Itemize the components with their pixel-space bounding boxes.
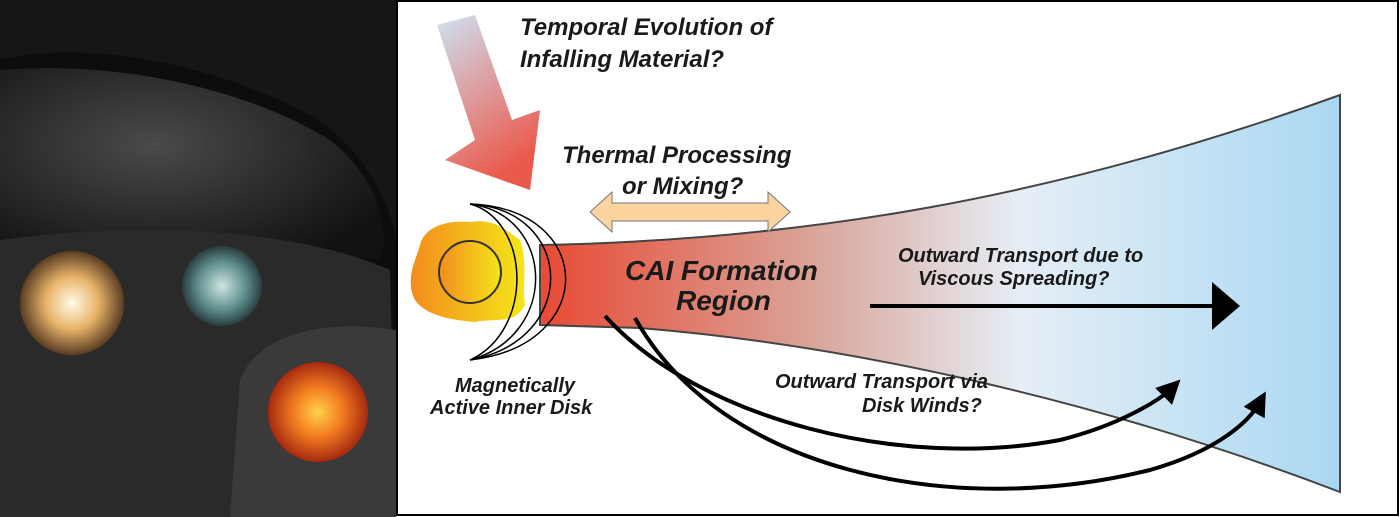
star (438, 240, 502, 304)
cai-label-1: CAI Formation (625, 255, 818, 286)
thermal-label-2: or Mixing? (622, 173, 744, 200)
infall-label-2: Infalling Material? (520, 46, 724, 73)
infall-arrow (437, 15, 540, 190)
meteorite-photo (0, 0, 396, 517)
cai-label-2: Region (676, 285, 771, 316)
arrowhead-icon (1212, 282, 1240, 330)
winds-label-1: Outward Transport via (775, 371, 988, 393)
protoplanetary-disk (539, 93, 1341, 494)
infall-label-1: Temporal Evolution of (520, 14, 774, 41)
disk-wind-arrow-1 (603, 314, 1181, 451)
thermal-label-1: Thermal Processing (562, 142, 792, 169)
chondrule-teal (182, 246, 262, 326)
magnetic-field-lines (469, 203, 567, 361)
viscous-label-2: Viscous Spreading? (918, 268, 1110, 290)
winds-label-2: Disk Winds? (862, 395, 982, 417)
viscous-label-1: Outward Transport due to (898, 245, 1143, 267)
chondrule-white (20, 251, 124, 355)
inner-disk-label-2: Active Inner Disk (429, 397, 593, 419)
cai-orange (268, 362, 368, 462)
inner-disk-label-1: Magnetically (455, 375, 576, 397)
mixing-arrow (589, 190, 791, 234)
disk-wind-arrow-2 (633, 317, 1266, 491)
